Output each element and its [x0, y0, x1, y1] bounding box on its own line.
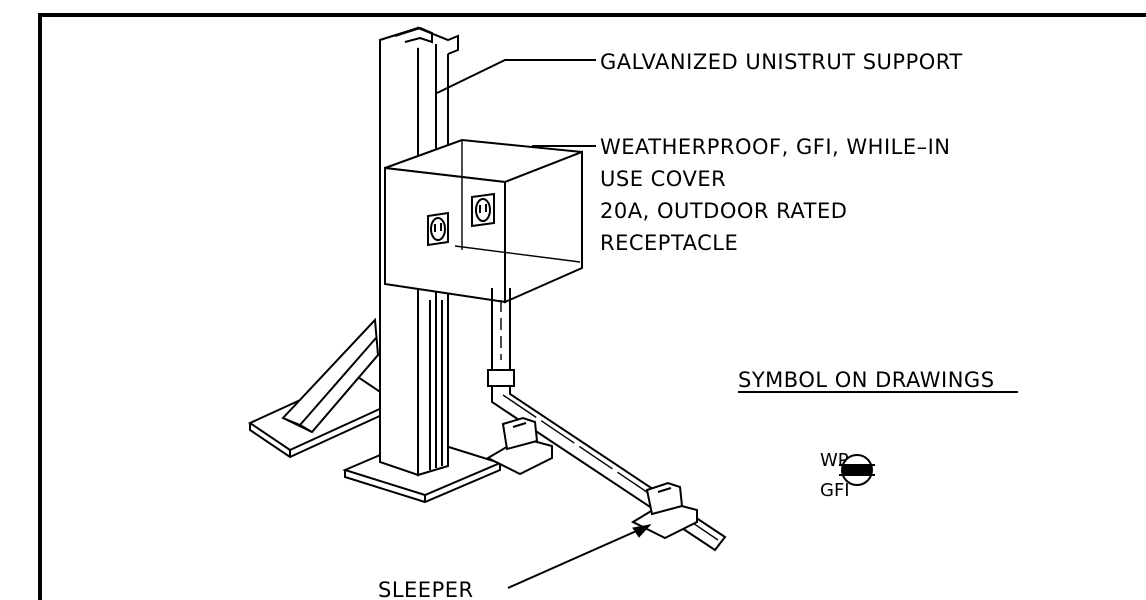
gfi-receptacle-symbol-icon [839, 454, 875, 486]
leader-line-sleeper [507, 524, 651, 589]
callout-cover-line-2: USE COVER [600, 167, 726, 191]
leader-line-unistrut [436, 59, 596, 94]
symbol-legend: SYMBOL ON DRAWINGS WP GFI [738, 368, 1018, 501]
callout-cover-line-3: 20A, OUTDOOR RATED [600, 199, 847, 223]
symbol-title: SYMBOL ON DRAWINGS [738, 368, 995, 392]
callout-unistrut-support: GALVANIZED UNISTRUT SUPPORT [600, 50, 963, 74]
unistrut-support [247, 26, 503, 504]
sleeper [630, 481, 698, 540]
receptacle-enclosure [384, 138, 583, 304]
sleeper [485, 416, 553, 476]
receptacle-outlet-icon [471, 192, 495, 228]
callout-sleeper: SLEEPER [378, 578, 474, 600]
leader-arrowhead [632, 524, 652, 538]
symbol-gfi-label: GFI [820, 480, 850, 501]
drawing-border [38, 13, 1146, 600]
callout-cover-line-1: WEATHERPROOF, GFI, WHILE–IN [600, 135, 951, 159]
receptacle-outlet-icon [427, 211, 449, 247]
callout-cover-line-4: RECEPTACLE [600, 231, 738, 255]
